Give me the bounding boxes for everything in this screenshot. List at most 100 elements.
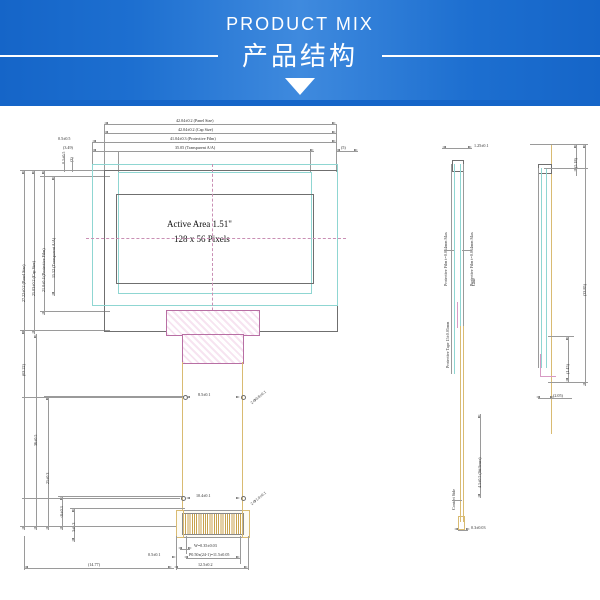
arrow: [72, 538, 75, 542]
dim-line-transparent-aa: [92, 151, 314, 152]
dim-line-tail-thickness: [458, 530, 468, 531]
center-line-vertical: [212, 164, 213, 360]
connector-pins: [182, 513, 244, 535]
arrow: [104, 122, 108, 125]
ext-line: [530, 144, 588, 145]
ext-line: [40, 311, 110, 312]
arrow: [22, 170, 25, 174]
arrow: [236, 496, 240, 499]
hole-ext-line-2: [22, 498, 180, 499]
dim-line-connector-width: [176, 568, 248, 569]
arrow: [566, 336, 569, 340]
arrow: [52, 176, 55, 180]
ext-line: [548, 382, 588, 383]
dim-line-cap-height: [34, 170, 35, 334]
hole-marker: [241, 395, 246, 400]
dim-line-stiffener: [480, 414, 481, 498]
dim-stiffener: 4.5±0.5 (Stiffener): [477, 457, 482, 488]
leader-line: [444, 250, 454, 251]
dim-line-36: [36, 334, 37, 530]
arrow: [32, 170, 35, 174]
hole-marker: [181, 496, 186, 501]
arrow: [104, 131, 108, 134]
side-glass-right: [463, 164, 464, 374]
ext-line: [40, 176, 110, 177]
dim-side-thickness: 1.25±0.1: [474, 143, 489, 148]
dim-offset-left: (14.77): [88, 562, 100, 567]
dim-line-3385: [585, 144, 586, 386]
note-protective-film-left: Protective Film t=0.054mm Max: [443, 232, 448, 286]
ext-line: [248, 536, 249, 570]
dim-pin-width: W=0.35±0.03: [194, 543, 217, 548]
dim-line-6: [62, 496, 63, 530]
arrow: [478, 494, 481, 498]
dim-top-left-1: 0.5±0.5: [58, 136, 71, 141]
ext-line: [240, 536, 241, 564]
dim-36: 36±0.5: [33, 434, 38, 446]
ext-line: [336, 124, 337, 172]
ext-line: [58, 496, 183, 497]
dim-25: 25±0.3: [45, 472, 50, 484]
arrow: [574, 168, 577, 172]
ext-line: [186, 536, 187, 554]
active-area-label-pixels: 128 x 56 Pixels: [174, 234, 230, 244]
ext-line: [44, 396, 184, 397]
arrow: [583, 382, 586, 386]
arrow: [92, 149, 96, 152]
arrow: [24, 566, 28, 569]
ext-line: [70, 508, 185, 509]
ext-line: [548, 336, 574, 337]
side-flex-tail-2: [463, 326, 464, 522]
arrow: [92, 140, 96, 143]
dim-line-518: [576, 144, 577, 176]
dim-line-3: [74, 508, 75, 542]
ext-line: [92, 142, 93, 172]
flex-tail-edge-right: [242, 362, 243, 512]
flex-tail-neck: [182, 334, 244, 364]
arrow: [454, 528, 458, 531]
flex-bond-area: [166, 310, 260, 336]
arrow: [46, 526, 49, 530]
dim-tail-thickness: 0.3±0.03: [471, 525, 486, 530]
side-film-right: [460, 164, 461, 374]
dim-line-edge-gap: [336, 151, 358, 152]
connector-ear-left: [176, 510, 184, 538]
active-area-outline: [116, 194, 314, 284]
arrow: [188, 547, 192, 550]
note-hole-dia-2: 2-Φ1.0±0.1: [249, 490, 268, 507]
dim-protective-film: 41.04±0.3 (Protective Film): [170, 136, 216, 141]
arrow: [184, 556, 188, 559]
right-view-film-right: [546, 168, 547, 368]
dim-right-3385: (33.85): [582, 284, 587, 296]
dim-line-205: [538, 398, 572, 399]
arrow: [236, 556, 240, 559]
banner-title-en: PRODUCT MIX: [226, 14, 374, 34]
banner-bottom-band: [0, 100, 600, 106]
arrow: [583, 144, 586, 148]
hole-marker: [241, 496, 246, 501]
glue-label: Glue: [471, 278, 476, 286]
dim-line-145: [568, 336, 569, 382]
ext-line: [118, 151, 119, 173]
side-flex-tail: [460, 326, 461, 522]
ext-line: [20, 526, 180, 527]
dim-3: 3±0.3: [71, 522, 76, 532]
ext-line: [20, 170, 110, 171]
right-view-tape: [540, 354, 541, 376]
dim-line-pitch: [186, 558, 240, 559]
dim-right-205: (2.05): [553, 393, 563, 398]
arrow: [174, 566, 178, 569]
center-line-horizontal: [86, 238, 346, 239]
protective-film-outline: [92, 164, 338, 306]
arrow: [34, 526, 37, 530]
arrow: [52, 292, 55, 296]
arrow: [178, 547, 182, 550]
ext-line: [104, 124, 105, 172]
arrow: [42, 170, 45, 174]
dim-left-protective-film: 21.0±0.4 (Protective Film): [41, 248, 46, 292]
side-contact-pad: [458, 516, 465, 530]
leader-line: [462, 250, 472, 251]
transparent-aa-outline: [118, 172, 312, 294]
ext-line: [310, 151, 311, 173]
